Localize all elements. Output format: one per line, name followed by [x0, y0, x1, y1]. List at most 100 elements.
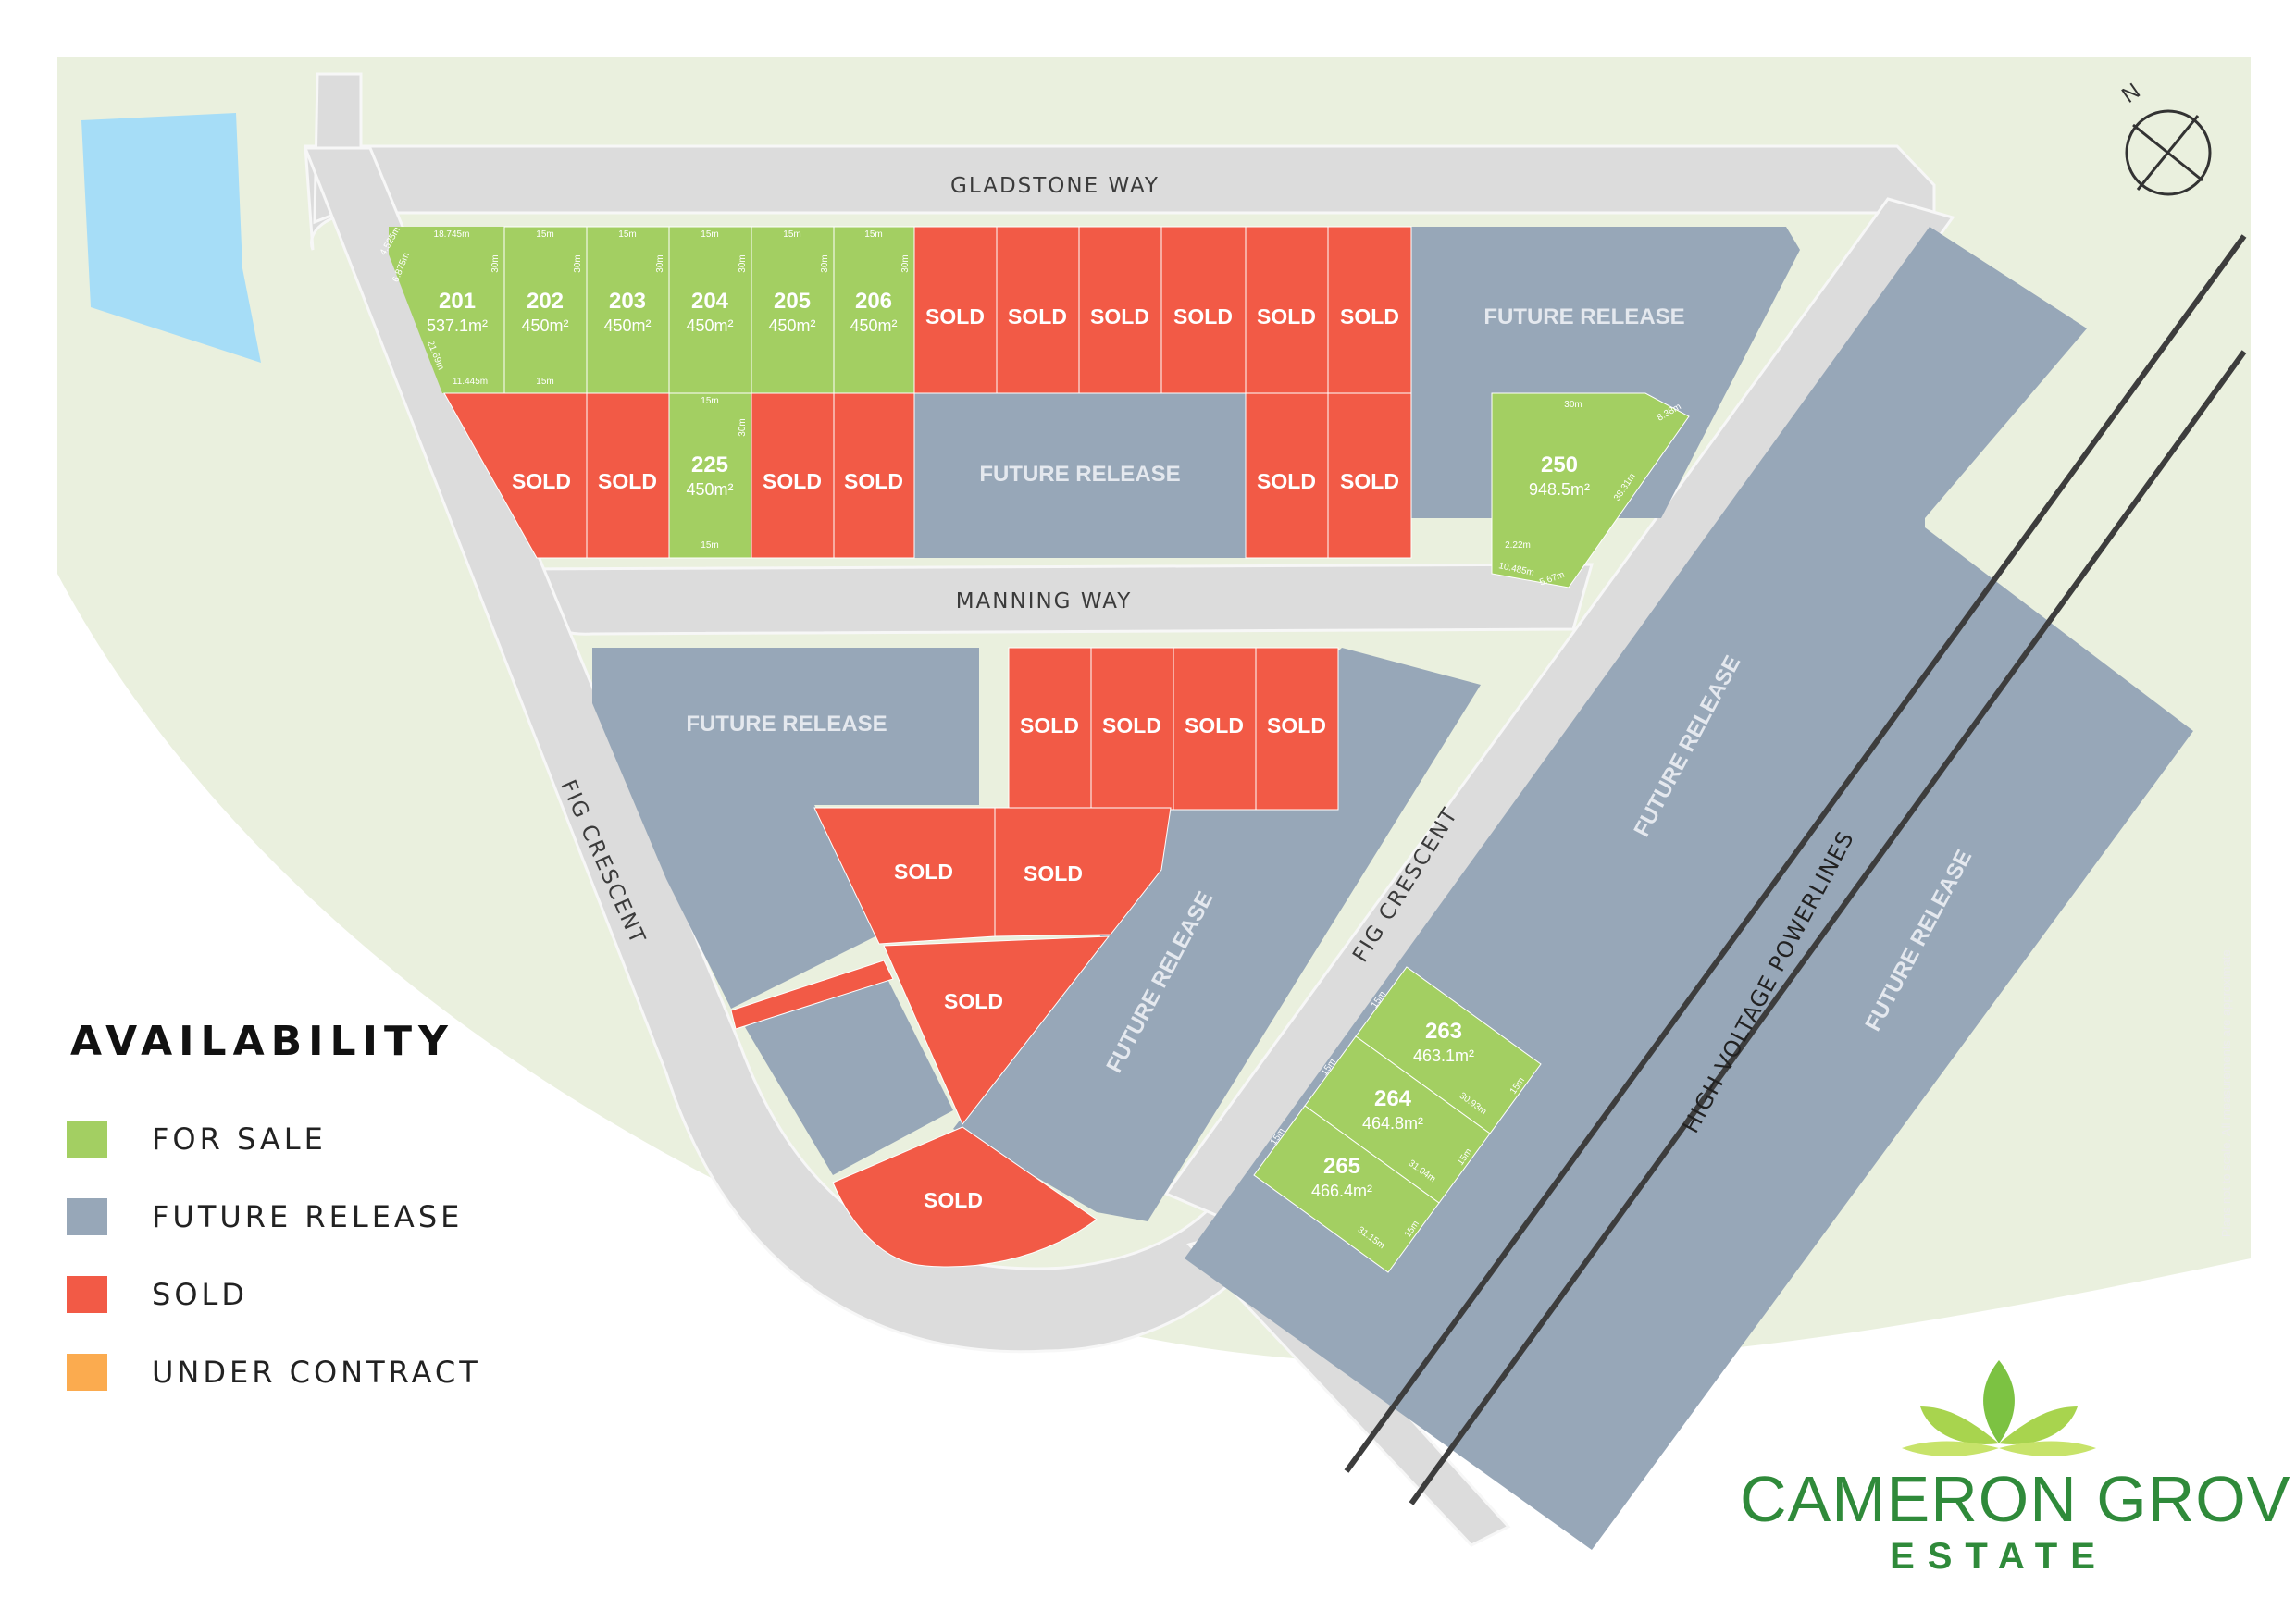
- powerline-1: [1344, 234, 2247, 1473]
- manning-way-label: MANNING WAY: [956, 589, 1133, 613]
- sold-label: SOLD: [1008, 304, 1067, 328]
- dimension-label: 30m: [1564, 400, 1582, 410]
- eastern-strip: FUTURE RELEASE FUTURE RELEASE 263 463.1m…: [1185, 227, 2193, 1550]
- sold-label: SOLD: [763, 469, 822, 493]
- future-release-south-east[interactable]: [953, 648, 1481, 1221]
- lot-202-number: 202: [527, 289, 564, 314]
- lot-sold[interactable]: [586, 392, 670, 559]
- sold-label: SOLD: [598, 469, 657, 493]
- legend-label: UNDER CONTRACT: [152, 1355, 481, 1390]
- lot-sold[interactable]: [996, 226, 1080, 394]
- future-release-south-west-lower[interactable]: [745, 962, 953, 1175]
- future-release-south-west[interactable]: [592, 648, 979, 1009]
- lot-203-area: 450m²: [603, 316, 651, 335]
- future-release-label: FUTURE RELEASE: [686, 712, 887, 737]
- powerline-2: [1409, 350, 2247, 1505]
- lot-263-area: 463.1m²: [1413, 1047, 1474, 1065]
- lot-sold[interactable]: [994, 807, 1172, 937]
- lot-225[interactable]: [668, 392, 752, 559]
- white-open-area: [57, 574, 2251, 1445]
- brand-subtitle: ESTATE: [1890, 1536, 2108, 1577]
- sold-label: SOLD: [1340, 469, 1399, 493]
- lot-sold[interactable]: [883, 935, 1111, 1125]
- legend-item-sold: SOLD: [67, 1256, 548, 1333]
- sold-label: SOLD: [1340, 304, 1399, 328]
- lot-203-number: 203: [609, 289, 646, 314]
- dimension-label: 15m: [701, 229, 718, 240]
- legend-swatch: [67, 1276, 107, 1313]
- dimension-label: 30m: [573, 254, 583, 272]
- lot-264-number: 264: [1374, 1086, 1412, 1111]
- dimension-label: 30m: [820, 254, 830, 272]
- future-release-label: FUTURE RELEASE: [1483, 304, 1684, 329]
- sold-label: SOLD: [1173, 304, 1233, 328]
- lot-sold[interactable]: [1245, 392, 1329, 559]
- lot-250[interactable]: [1491, 392, 1690, 588]
- lot-205-number: 205: [774, 289, 811, 314]
- compass-icon: N: [2117, 79, 2212, 196]
- dimension-label: 30m: [655, 254, 665, 272]
- dimension-label: 18.745m: [434, 229, 470, 240]
- lot-204[interactable]: [668, 226, 752, 394]
- lot-sold[interactable]: [1327, 226, 1412, 394]
- lot-sold[interactable]: [1255, 647, 1339, 811]
- availability-legend: AVAILABILITY FOR SALE FUTURE RELEASE SOL…: [67, 1018, 548, 1411]
- sold-label: SOLD: [924, 1188, 983, 1212]
- lot-206[interactable]: [833, 226, 915, 394]
- dimension-label: 15m: [536, 377, 553, 387]
- lot-265-area: 466.4m²: [1311, 1182, 1372, 1200]
- lot-201-area: 537.1m²: [427, 316, 488, 335]
- sold-label: SOLD: [1102, 713, 1161, 737]
- future-release-label: FUTURE RELEASE: [979, 462, 1180, 487]
- lot-sold[interactable]: [833, 392, 915, 559]
- lot-263-number: 263: [1425, 1019, 1462, 1044]
- sold-label: SOLD: [1257, 469, 1316, 493]
- lot-204-area: 450m²: [686, 316, 733, 335]
- gladstone-way-label: GLADSTONE WAY: [950, 174, 1160, 198]
- sold-label: SOLD: [1020, 713, 1079, 737]
- lot-206-area: 450m²: [850, 316, 897, 335]
- lotus-leaf-icon: [1902, 1360, 2096, 1456]
- legend-swatch: [67, 1121, 107, 1158]
- dimension-label: 15m: [864, 229, 882, 240]
- sold-label: SOLD: [512, 469, 571, 493]
- lot-202[interactable]: [503, 226, 588, 394]
- dimension-label: 30m: [738, 254, 748, 272]
- lot-250-area: 948.5m²: [1529, 480, 1590, 499]
- lot-265-number: 265: [1323, 1154, 1360, 1179]
- lot-sold[interactable]: [1008, 647, 1092, 811]
- dimension-label: 15m: [536, 229, 553, 240]
- sold-label: SOLD: [1257, 304, 1316, 328]
- lot-sold[interactable]: [1245, 226, 1329, 394]
- lot-203[interactable]: [586, 226, 670, 394]
- lot-sold[interactable]: [1327, 392, 1412, 559]
- dimension-label: 2.22m: [1505, 540, 1531, 551]
- sold-label: SOLD: [944, 989, 1003, 1013]
- lot-sold[interactable]: [751, 392, 835, 559]
- lot-sold[interactable]: [1090, 647, 1174, 811]
- gladstone-way-road: [304, 144, 1936, 251]
- legend-item-under-contract: UNDER CONTRACT: [67, 1333, 548, 1411]
- sold-label: SOLD: [1185, 713, 1244, 737]
- lot-sold[interactable]: [730, 960, 894, 1030]
- disclaimer-text: Plans not to scale. All measurements are…: [2219, 947, 2233, 1237]
- sold-label: SOLD: [1267, 713, 1326, 737]
- future-release-north-middle[interactable]: [914, 393, 1246, 558]
- sold-label: SOLD: [1090, 304, 1149, 328]
- lot-204-number: 204: [691, 289, 729, 314]
- lot-264-area: 464.8m²: [1362, 1114, 1423, 1133]
- north-block: FUTURE RELEASE FUTURE RELEASE 201 537.1m…: [379, 226, 1800, 588]
- legend-swatch: [67, 1354, 107, 1391]
- future-release-strip-main[interactable]: [1185, 227, 2193, 1550]
- lot-201[interactable]: [389, 227, 504, 393]
- lot-sold[interactable]: [1160, 226, 1247, 394]
- lot-265[interactable]: [1253, 1105, 1440, 1273]
- legend-title: AVAILABILITY: [70, 1018, 454, 1065]
- legend-item-future-release: FUTURE RELEASE: [67, 1178, 548, 1256]
- lot-sold[interactable]: [1173, 647, 1257, 811]
- legend-swatch: [67, 1198, 107, 1235]
- dimension-label: 30m: [738, 418, 748, 436]
- lot-sold[interactable]: [832, 1126, 1098, 1268]
- sold-label: SOLD: [844, 469, 903, 493]
